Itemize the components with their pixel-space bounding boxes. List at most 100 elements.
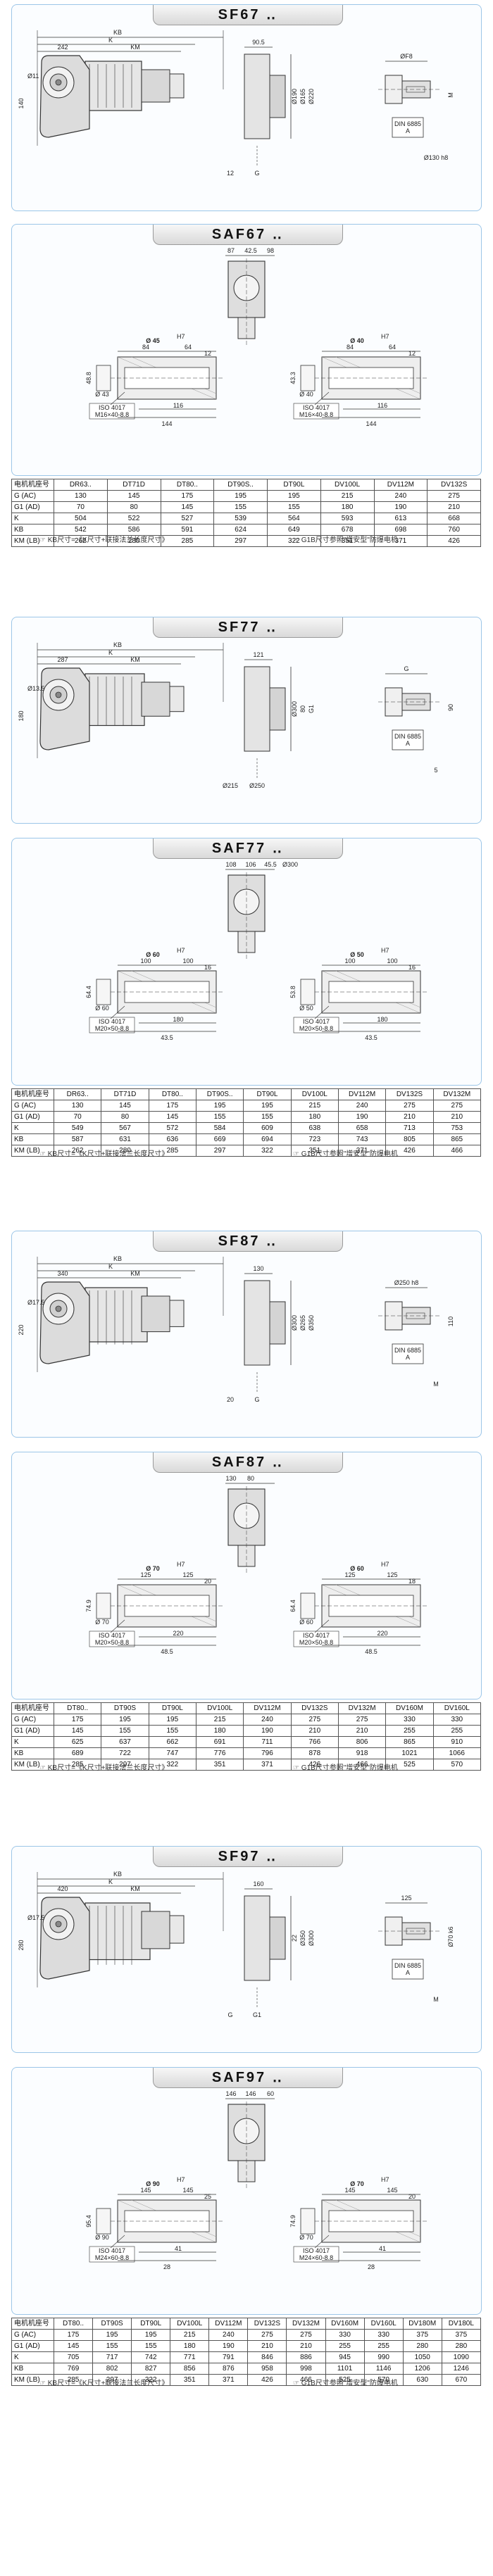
table-cell: 1050: [402, 2351, 442, 2363]
table-cell: 155: [267, 501, 321, 513]
table-cell: 691: [195, 1736, 244, 1748]
dimension-diameter: Ø300: [308, 1930, 315, 1946]
table-column-header: DR63..: [54, 479, 108, 491]
table-cell: 776: [195, 1747, 244, 1759]
key-standard-text: DIN 6885: [394, 733, 421, 740]
dimension-hollow: 64: [185, 344, 192, 351]
row-label: G1 (AD): [11, 1725, 54, 1737]
table-column-header: DV112M: [337, 1088, 387, 1100]
table-column-header: DV100L: [170, 2318, 210, 2330]
table-cell: 717: [92, 2351, 132, 2363]
table-cell: 195: [148, 1714, 196, 1726]
table-cell: 1066: [432, 1747, 481, 1759]
dimension-hollow: 43.3: [289, 372, 297, 384]
table-cell: 990: [363, 2351, 404, 2363]
key-type-text: A: [406, 1969, 410, 1976]
dimension-g: Ø215: [223, 782, 238, 789]
table-cell: 1146: [363, 2363, 404, 2375]
note-kb: ☞ KB尺寸=《K尺寸+联接法兰长度尺寸》: [39, 1764, 169, 1772]
iso-standard-text: ISO 4017: [99, 1018, 125, 1025]
dimension-km: KM: [130, 656, 140, 663]
bolt-spec-text: M20×50-8.8: [95, 1025, 129, 1032]
table-cell: 886: [286, 2351, 326, 2363]
table-cell: 330: [385, 1714, 434, 1726]
dimension-shaft-dia: Ø70 k6: [447, 1926, 454, 1947]
table-cell: 945: [325, 2351, 365, 2363]
key-type-text: A: [406, 127, 410, 134]
row-label: G1 (AD): [11, 501, 54, 513]
dimension-hollow-length: 48.5: [365, 1648, 377, 1655]
dimension-length: 287: [57, 656, 68, 663]
dimension-hollow: Ø 60: [95, 1005, 109, 1012]
dimension-m: Ø130 h8: [424, 154, 449, 161]
table-column-header: DV100L: [320, 479, 375, 491]
table-cell: 371: [337, 1145, 387, 1157]
table-cell: 878: [290, 1747, 339, 1759]
hollow-shaft-title: SAF77 ‥: [153, 838, 343, 859]
dimension-hollow: 100: [344, 957, 355, 965]
dimension-length: 242: [57, 44, 68, 51]
table-cell: 466: [337, 1759, 387, 1771]
table-cell: 669: [195, 1133, 244, 1145]
note-g1b: ☞ G1B尺寸参照"增安型"防爆电机: [293, 536, 398, 544]
table-column-header: DT90S: [101, 1702, 149, 1714]
table-column-header: DV100L: [290, 1088, 339, 1100]
dimension-hollow-length: 43.5: [365, 1034, 377, 1041]
dimension-bolt-hole: Ø13.5: [27, 685, 45, 692]
row-label: G1 (AD): [11, 2340, 54, 2352]
table-cell: 180: [320, 501, 375, 513]
bolt-spec-text: M20×50-8.8: [95, 1639, 129, 1646]
table-cell: 155: [243, 1111, 292, 1123]
table-cell: 255: [325, 2340, 365, 2352]
dimension-hollow-length: 28: [163, 2263, 170, 2270]
table-cell: 215: [290, 1100, 339, 1112]
table-cell: 275: [247, 2329, 287, 2341]
hollow-bore-label: Ø 90: [146, 2180, 160, 2187]
table-cell: 210: [286, 2340, 326, 2352]
table-column-header: DT90L: [148, 1702, 196, 1714]
bore-fit-label: H7: [177, 1561, 185, 1568]
dimension-hollow: 145: [344, 2187, 355, 2194]
table-cell: 155: [131, 2340, 171, 2352]
table-cell: 522: [106, 513, 161, 524]
table-cell: 275: [385, 1100, 434, 1112]
table-cell: 255: [432, 1725, 481, 1737]
table-cell: 371: [243, 1759, 292, 1771]
iso-standard-text: ISO 4017: [99, 1632, 125, 1639]
table-cell: 637: [101, 1736, 149, 1748]
table-cell: 195: [213, 490, 268, 502]
table-column-header: DT80..: [160, 479, 215, 491]
table-cell: 285: [53, 1759, 102, 1771]
row-label: KB: [11, 2363, 54, 2375]
bore-fit-label: H7: [177, 333, 185, 340]
table-column-header: DV132S: [427, 479, 481, 491]
dimension-hollow: Ø 70: [299, 2234, 313, 2241]
dimension-hollow: 125: [182, 1571, 193, 1578]
iso-standard-text: ISO 4017: [99, 2247, 125, 2254]
table-cell: 195: [101, 1714, 149, 1726]
dimension-diameter: Ø300: [291, 701, 298, 717]
table-cell: 210: [337, 1725, 387, 1737]
dimension-diameter: G1: [308, 705, 315, 713]
dimension-g1: G: [254, 1396, 259, 1403]
dimension-flange: 90.5: [252, 39, 265, 46]
dimension-shaft: ØF8: [400, 53, 413, 60]
table-cell: 322: [243, 1145, 292, 1157]
side-view-title: SF87 ‥: [153, 1231, 343, 1252]
table-column-header: DV112M: [243, 1702, 292, 1714]
table-cell: 145: [106, 490, 161, 502]
table-cell: 215: [320, 490, 375, 502]
dimension-km: KM: [130, 44, 140, 51]
key-standard-text: DIN 6885: [394, 120, 421, 127]
dimension-hollow: 145: [387, 2187, 397, 2194]
